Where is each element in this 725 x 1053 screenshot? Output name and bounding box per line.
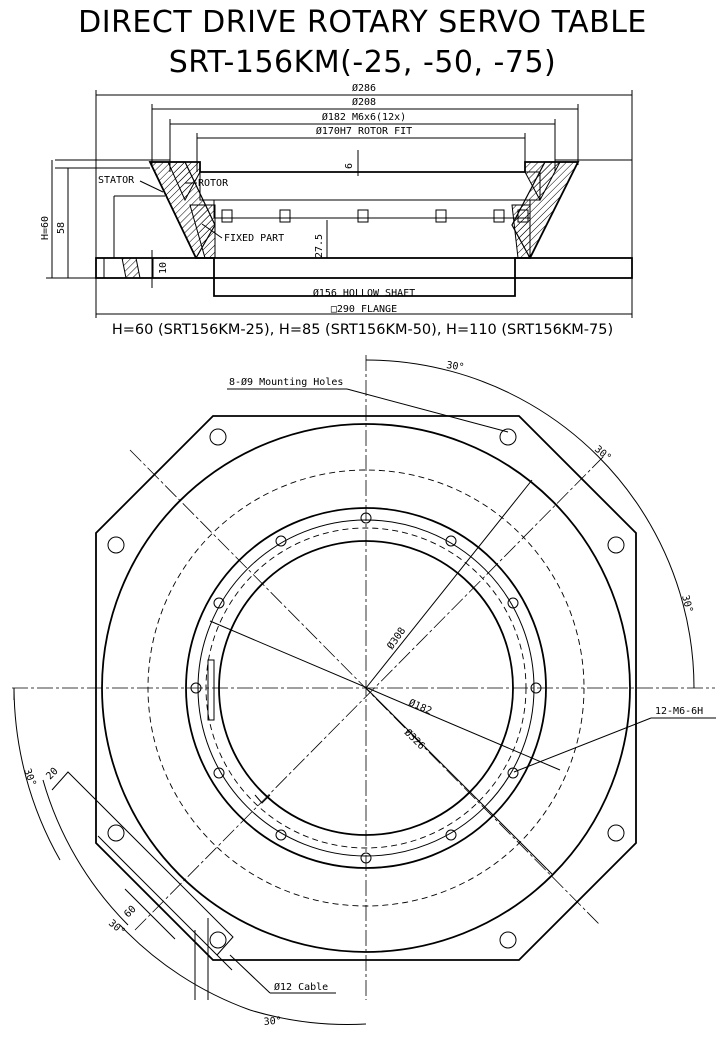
dim-60-label: 60 <box>122 904 138 920</box>
dim-170: Ø170H7 ROTOR FIT <box>196 125 526 172</box>
angle-label-4: 30° <box>21 767 38 788</box>
cable-label: Ø12 Cable <box>274 981 328 993</box>
angle-label-3: 30° <box>679 594 694 614</box>
dim-6-label: 6 <box>344 163 355 169</box>
threaded-holes <box>190 512 542 864</box>
dim-286: Ø286 <box>95 82 633 258</box>
dim-208-label: Ø208 <box>352 96 376 108</box>
hollow-shaft-label: Ø156 HOLLOW SHAFT <box>313 287 415 299</box>
dim-182-thread: Ø182 M6x6(12x) <box>169 111 556 172</box>
dim-170-label: Ø170H7 ROTOR FIT <box>316 125 412 137</box>
pcd-circle <box>147 469 585 907</box>
h60-label: H=60 <box>40 216 51 240</box>
hollow-bore <box>218 540 514 836</box>
dia-308-label: Ø308 <box>385 625 409 652</box>
dim-27-5-label: 27.5 <box>314 234 325 258</box>
angle-label-1: 30° <box>446 360 465 373</box>
model-title: SRT-156KM(-25, -50, -75) <box>168 45 557 80</box>
height-note: H=60 (SRT156KM-25), H=85 (SRT156KM-50), … <box>111 322 614 338</box>
dim-58-label: 58 <box>56 222 67 234</box>
flange-outline <box>95 415 637 961</box>
dim-286-label: Ø286 <box>352 82 376 94</box>
fixed-part-label: FIXED PART <box>224 233 284 244</box>
section-view: Ø286 Ø208 Ø182 M6x6(12x) Ø170H7 ROTOR FI… <box>40 82 633 318</box>
angle-label-6: 30° <box>263 1015 282 1028</box>
drawing-title: DIRECT DRIVE ROTARY SERVO TABLE <box>78 5 647 40</box>
mounting-holes <box>107 428 625 949</box>
plan-view: Ø308 Ø182 Ø326 30° 30° 30° 30° 30° 30° 8… <box>12 355 716 1028</box>
thread-label: 12-M6-6H <box>655 706 703 717</box>
dia-326-label: Ø326 <box>402 727 428 753</box>
rotor-label: ROTOR <box>198 178 229 189</box>
mounting-holes-label: 8-Ø9 Mounting Holes <box>229 376 343 388</box>
body-outer-circle <box>101 423 631 953</box>
dim-10-label: 10 <box>158 262 169 274</box>
dim-20-label: 20 <box>44 766 60 782</box>
dim-208: Ø208 <box>151 96 579 165</box>
angle-label-2: 30° <box>592 444 613 464</box>
stator-label: STATOR <box>98 175 135 186</box>
dia-182-label: Ø182 <box>407 697 434 717</box>
dim-182-thread-label: Ø182 M6x6(12x) <box>322 111 406 123</box>
flange-label: □290 FLANGE <box>331 304 397 315</box>
